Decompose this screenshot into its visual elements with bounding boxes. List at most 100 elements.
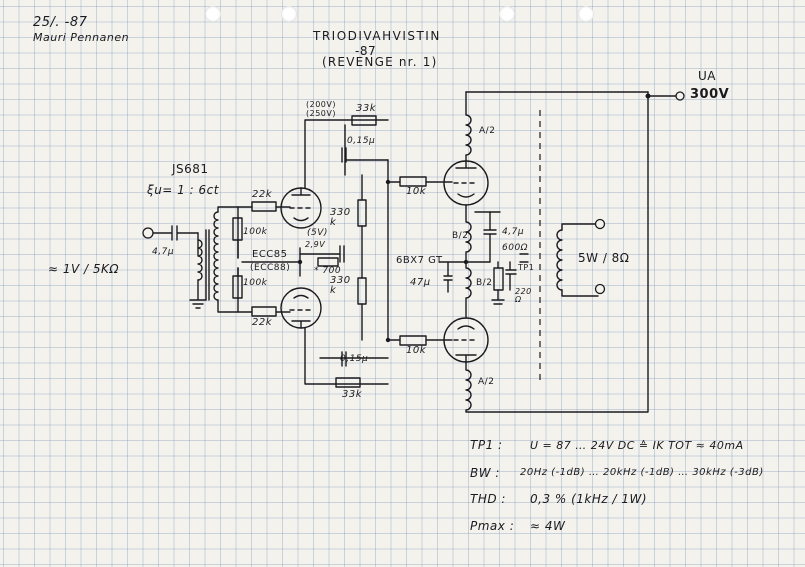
res-33k-bottom-label: 33k bbox=[342, 389, 363, 400]
junction-dot bbox=[463, 259, 469, 265]
punch-hole bbox=[281, 6, 297, 22]
plate-resistor-bottom bbox=[358, 278, 366, 304]
cap-015-bottom bbox=[342, 352, 346, 366]
speaker-terminal-top bbox=[596, 220, 605, 229]
cap-015-top bbox=[342, 148, 346, 162]
junction-dot bbox=[385, 179, 391, 185]
input-terminal bbox=[143, 228, 153, 238]
transformer-core bbox=[206, 230, 209, 300]
ground-symbol bbox=[190, 280, 206, 308]
ot-tap-b-top: B/2 bbox=[452, 231, 469, 241]
input-cap-label: 4,7μ bbox=[152, 247, 175, 257]
coupling-cap-label: 4,7μ bbox=[502, 227, 525, 237]
grid-r-10k-top bbox=[400, 177, 426, 186]
input-level-label: ≈ 1V / 5KΩ bbox=[48, 262, 120, 276]
cap-015-bottom-label: 0,15μ bbox=[340, 354, 369, 364]
output-tube-label: 6BX7 GT bbox=[396, 255, 443, 266]
input-capacitor bbox=[153, 226, 198, 240]
driver-tube-top-elements bbox=[290, 188, 310, 221]
ot-primary-b-bottom bbox=[466, 262, 471, 318]
input-transformer-secondary bbox=[214, 212, 218, 300]
driver-supply-top bbox=[305, 120, 388, 188]
junction-dot bbox=[297, 259, 303, 265]
cathode-cap-label: 47μ bbox=[410, 277, 431, 288]
grid-res-bottom-label: 22k bbox=[252, 317, 273, 328]
output-tube-bottom-elements bbox=[454, 326, 476, 362]
punch-hole bbox=[205, 6, 221, 22]
tp1-marker: TP1 bbox=[518, 263, 535, 272]
secondary-wiring bbox=[218, 207, 238, 312]
res-33k-top bbox=[352, 116, 376, 125]
leak-top-label: 100k bbox=[243, 227, 268, 237]
ot-tap-b-bottom: B/2 bbox=[476, 278, 493, 288]
tp1-capacitor bbox=[506, 262, 516, 290]
spec-tp1-label: TP1 : bbox=[470, 438, 503, 452]
plate-resistor-top bbox=[358, 200, 366, 226]
junction-dot bbox=[385, 337, 391, 343]
speaker-label: 5W / 8Ω bbox=[578, 251, 630, 265]
supply-voltage: 300V bbox=[690, 87, 730, 102]
punch-hole bbox=[578, 6, 594, 22]
decoupling-wire-top bbox=[345, 125, 388, 175]
grid-r-10k-bottom bbox=[400, 336, 426, 345]
bias-ground bbox=[492, 262, 504, 304]
res-33k-bottom bbox=[336, 378, 360, 387]
cathode-capacitor bbox=[300, 246, 344, 262]
grid-res-top-label: 22k bbox=[252, 189, 273, 200]
speaker-wiring bbox=[562, 224, 598, 296]
driver-tube-alt-label: (ECC88) bbox=[250, 263, 291, 273]
grid-r-top-label: 10k bbox=[406, 186, 427, 197]
cathode-resistor-label: * 700 bbox=[314, 266, 342, 276]
punch-hole bbox=[499, 6, 515, 22]
grid-r-bottom-label: 10k bbox=[406, 345, 427, 356]
driver-tube-bottom-elements bbox=[290, 296, 310, 329]
grid-lead bbox=[426, 182, 452, 340]
grid-resistor-bottom bbox=[252, 307, 276, 316]
load-600-label: 600Ω bbox=[502, 243, 529, 253]
driver-tube-label: ECC85 bbox=[252, 249, 288, 260]
transformer-ratio: ξu= 1 : 6ct bbox=[147, 183, 219, 197]
output-tube-top-elements bbox=[454, 161, 476, 197]
leak-bottom-label: 100k bbox=[243, 278, 268, 288]
ot-primary-a-top bbox=[466, 92, 471, 161]
res-33k-top-label: 33k bbox=[356, 103, 377, 114]
spec-thd-value: 0,3 % (1kHz / 1W) bbox=[530, 492, 648, 506]
load-600-leads bbox=[520, 254, 528, 262]
ot-secondary bbox=[557, 230, 562, 290]
ot-tap-a-bottom: A/2 bbox=[478, 377, 495, 387]
coupling-cap-4u7 bbox=[484, 212, 496, 262]
bias-resistor-label: 220 Ω bbox=[515, 287, 532, 304]
input-transformer-primary bbox=[198, 240, 202, 280]
supply-terminal bbox=[676, 92, 684, 100]
ot-tap-a-top: A/2 bbox=[479, 126, 496, 136]
spec-pmax-value: ≈ 4W bbox=[530, 519, 566, 533]
title-line-1: TRIODIVAHVISTIN bbox=[313, 29, 441, 43]
interstage-bus bbox=[388, 160, 400, 340]
junction-dot bbox=[645, 93, 651, 99]
cathode-resistor bbox=[318, 258, 338, 266]
cathode-drop-label: 2,9V bbox=[305, 240, 326, 249]
input-transformer-label: JS681 bbox=[172, 162, 209, 176]
cathode-bypass-47u bbox=[440, 262, 490, 292]
cathode-voltage-label: (5V) bbox=[307, 228, 328, 238]
supply-note-1: (200V) bbox=[306, 100, 336, 109]
supply-note-2: (250V) bbox=[306, 109, 336, 118]
grid-resistor-top bbox=[252, 202, 276, 211]
title-line-3: (REVENGE nr. 1) bbox=[322, 55, 438, 69]
supply-label: UA bbox=[698, 69, 716, 83]
cap-015-top-label: 0,15μ bbox=[347, 136, 376, 146]
spec-tp1-value: U = 87 … 24V DC ≙ IK TOT ≈ 40mA bbox=[530, 439, 744, 452]
spec-bw-value: 20Hz (-1dB) … 20kHz (-1dB) … 30kHz (-3dB… bbox=[520, 467, 764, 478]
spec-bw-label: BW : bbox=[470, 466, 500, 480]
cathode-wiring bbox=[242, 248, 300, 276]
title-line-2: -87 bbox=[355, 44, 377, 58]
bias-resistor-220 bbox=[494, 268, 503, 290]
spec-pmax-label: Pmax : bbox=[470, 519, 515, 533]
date-label: 25/. -87 bbox=[33, 15, 88, 30]
plate-r-bottom-label: 330 k bbox=[330, 275, 351, 296]
author-signature: Mauri Pennanen bbox=[33, 31, 130, 44]
spec-thd-label: THD : bbox=[470, 492, 506, 506]
ot-primary-a-bottom bbox=[466, 92, 648, 412]
